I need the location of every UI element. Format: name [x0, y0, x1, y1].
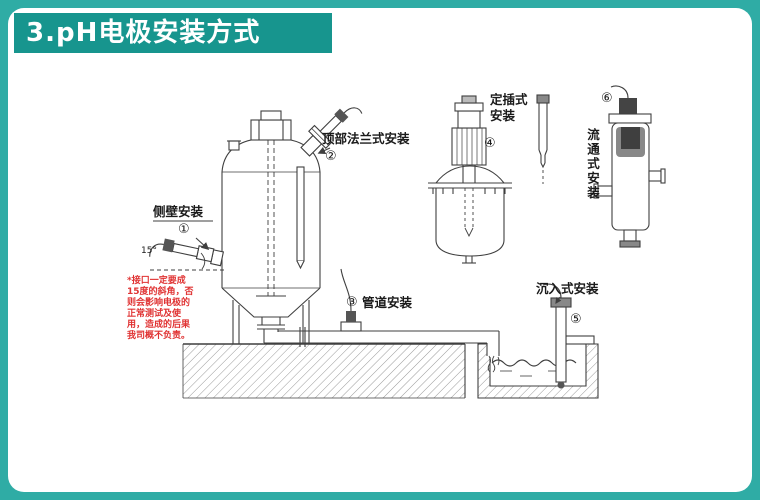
pipe-tee — [340, 321, 362, 332]
angle-reference — [150, 252, 224, 271]
outlet-nozzle — [648, 170, 662, 182]
inlet-nozzle — [597, 185, 613, 197]
ground-platform — [182, 343, 466, 399]
page-title: 3.pH电极安装方式 — [26, 18, 261, 48]
section-header: 3.pH电极安装方式 — [14, 13, 332, 53]
num-pipeline: ③ — [346, 295, 358, 310]
label-flow-through: 流通式安装 — [585, 128, 600, 201]
label-submersion: 沉入式安装 — [536, 281, 599, 296]
content-panel — [8, 8, 752, 492]
label-pipeline: 管道安装 — [362, 295, 413, 310]
label-fixed-insert: 定插式安装 — [490, 92, 528, 123]
top-flange-electrode — [300, 107, 363, 157]
reaction-tank — [221, 110, 321, 344]
dome-nozzle — [228, 140, 240, 151]
num-flow-through: ⑥ — [601, 91, 613, 106]
num-submersion: ⑤ — [570, 312, 582, 327]
num-side-wall: ① — [178, 222, 190, 237]
flow-electrode-head — [619, 98, 637, 114]
label-top-flange: 顶部法兰式安装 — [322, 131, 410, 146]
mounting-bracket — [565, 335, 595, 345]
flow-through-cell — [593, 85, 666, 248]
water-pour — [487, 355, 491, 373]
pipeline — [263, 268, 500, 373]
insertion-electrode — [536, 94, 550, 184]
fixed-insert-vessel — [428, 95, 512, 264]
label-side-wall: 侧壁安装 — [153, 204, 204, 219]
immersed-electrode — [296, 166, 305, 262]
label-angle: 15° — [141, 246, 157, 256]
warning-note: *接口一定要成15度的斜角，否则会影响电极的正常测试及使用，造成的后果我司概不负… — [127, 276, 194, 341]
side-wall-electrode — [149, 238, 225, 267]
pipeline-electrode — [346, 311, 356, 322]
num-top-flange: ② — [325, 149, 337, 164]
num-fixed-insert: ④ — [484, 136, 496, 151]
leader-lines — [153, 146, 562, 305]
agitator-motor — [250, 119, 292, 141]
